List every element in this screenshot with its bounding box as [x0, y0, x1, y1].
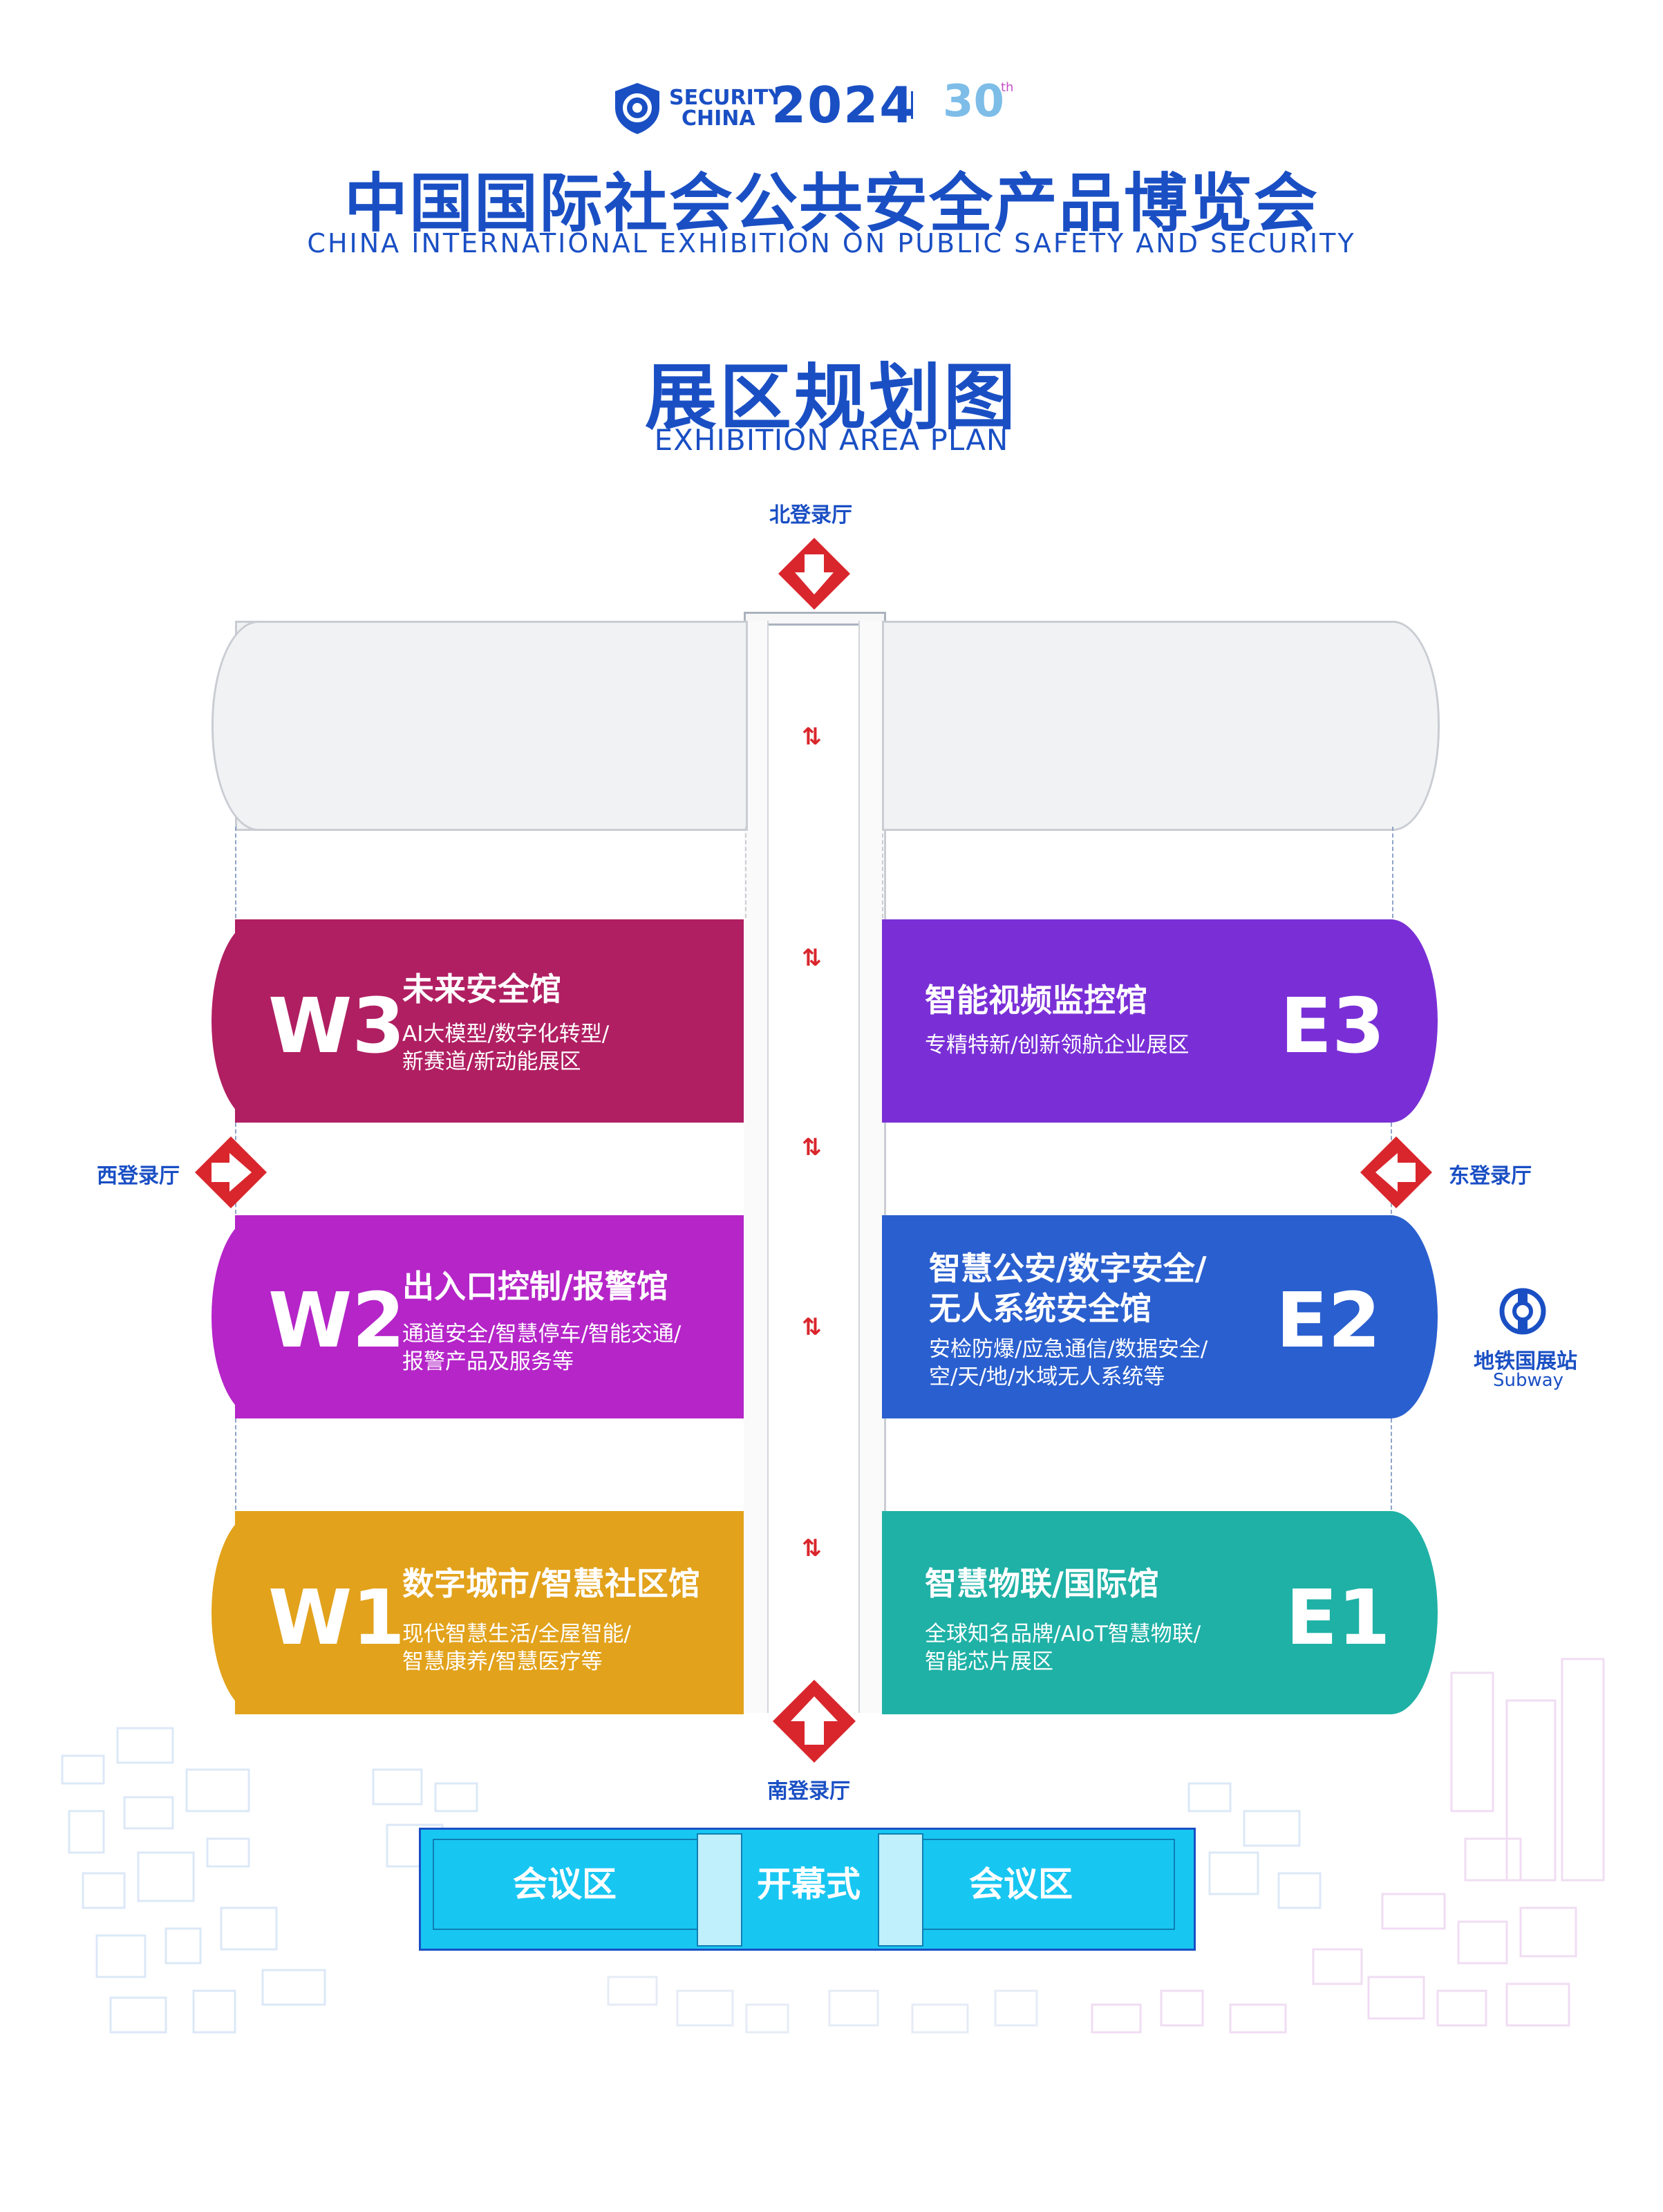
hall-w2-desc-1: 通道安全/智慧停车/智能交通/: [402, 1322, 682, 1347]
north-entrance-arrow-icon[interactable]: [777, 536, 852, 611]
hall-w1-name: 数字城市/智慧社区馆: [402, 1565, 700, 1602]
hall-w3-desc-1: AI大模型/数字化转型/: [402, 1022, 610, 1047]
conference-building: [419, 1828, 1196, 1951]
corridor-flow-arrow-5-icon: ⇅: [802, 1535, 822, 1562]
corridor-right-service-strip: [858, 621, 883, 1713]
hall-e2-curved-end: [1391, 1215, 1438, 1418]
hall-e1-desc-1: 全球知名品牌/AIoT智慧物联/: [925, 1622, 1201, 1647]
logo-china-text: CHINA: [682, 106, 755, 131]
conference-right-label: 会议区: [969, 1864, 1073, 1904]
hall-w2[interactable]: [235, 1215, 744, 1418]
logo-year-text: 2024: [771, 76, 916, 134]
north-entrance-label: 北登录厅: [769, 503, 852, 527]
conference-left-label: 会议区: [513, 1864, 617, 1904]
east-entrance-label: 东登录厅: [1449, 1164, 1532, 1188]
conference-light-panel-left: [697, 1833, 742, 1947]
east-connector-2: [882, 1123, 1392, 1214]
hall-e2-code: E2: [1276, 1276, 1381, 1365]
hall-w1-code: W1: [268, 1573, 405, 1662]
east-connector-1: [882, 827, 1393, 918]
main-title: 中国国际社会公共安全产品博览会: [344, 167, 1319, 241]
subway-label: 地铁国展站: [1474, 1349, 1577, 1374]
anniversary-number: 30: [943, 76, 1005, 127]
conference-right-wall: [911, 1839, 1175, 1930]
logo-divider: [911, 91, 913, 119]
hall-w1[interactable]: [235, 1511, 744, 1714]
hall-w3-name: 未来安全馆: [402, 971, 561, 1008]
west-entrance-arrow-icon[interactable]: [194, 1135, 268, 1210]
logo-row: SECURITY CHINA 2024 30 th: [0, 76, 1663, 138]
hall-e2-name-1: 智慧公安/数字安全/: [929, 1250, 1207, 1287]
corridor-left-service-strip: [744, 621, 769, 1713]
hall-north-east-gray[interactable]: [882, 621, 1395, 831]
east-connector-3: [882, 1418, 1392, 1510]
hall-w3-curved-end: [212, 919, 259, 1123]
hall-w2-code: W2: [268, 1276, 405, 1365]
hall-north-west-curved-end: [212, 621, 261, 831]
south-entrance-label: 南登录厅: [767, 1779, 850, 1803]
plan-subtitle: EXHIBITION AREA PLAN: [654, 423, 1009, 457]
north-corridor-cap: [744, 612, 886, 626]
hall-e1-desc-2: 智能芯片展区: [925, 1649, 1053, 1674]
hall-e3[interactable]: [882, 919, 1391, 1123]
hall-e3-code: E3: [1280, 982, 1385, 1070]
hall-e2-name-2: 无人系统安全馆: [929, 1290, 1152, 1327]
hall-e3-curved-end: [1391, 919, 1438, 1123]
hall-e2[interactable]: [882, 1215, 1391, 1418]
hall-e3-name: 智能视频监控馆: [925, 982, 1147, 1019]
conference-left-wall: [433, 1839, 698, 1930]
anniversary-sup: th: [1001, 80, 1014, 95]
hall-w3-desc-2: 新赛道/新动能展区: [402, 1049, 581, 1074]
corridor-flow-arrow-3-icon: ⇅: [802, 1134, 822, 1161]
anniversary-logo: 30 th: [940, 76, 1023, 138]
security-china-logo-icon: [615, 83, 659, 134]
hall-north-east-curved-end: [1391, 621, 1440, 831]
corridor-flow-arrow-1-icon: ⇅: [802, 723, 822, 751]
hall-north-west-gray[interactable]: [235, 621, 748, 831]
corridor-flow-arrow-2-icon: ⇅: [802, 944, 822, 972]
west-connector-1: [235, 827, 746, 918]
east-entrance-arrow-icon[interactable]: [1359, 1135, 1434, 1210]
hall-w1-desc-1: 现代智慧生活/全屋智能/: [402, 1622, 631, 1647]
south-entrance-arrow-icon[interactable]: [771, 1678, 857, 1764]
hall-w1-desc-2: 智慧康养/智慧医疗等: [402, 1649, 603, 1674]
hall-w2-curved-end: [212, 1215, 259, 1418]
corridor-flow-arrow-4-icon: ⇅: [802, 1313, 822, 1341]
logo-security-text: SECURITY: [669, 86, 783, 110]
hall-w3-code: W3: [268, 982, 405, 1070]
west-connector-3: [235, 1418, 745, 1510]
hall-w2-desc-2: 报警产品及服务等: [402, 1349, 574, 1374]
plan-title: 展区规划图: [644, 355, 1018, 440]
hall-e3-desc-1: 专精特新/创新领航企业展区: [925, 1033, 1190, 1058]
conference-center-label: 开幕式: [757, 1864, 861, 1904]
hall-w3[interactable]: [235, 919, 744, 1123]
hall-e1[interactable]: [882, 1511, 1391, 1714]
hall-w2-name: 出入口控制/报警馆: [402, 1268, 668, 1305]
hall-e1-name: 智慧物联/国际馆: [925, 1565, 1159, 1602]
hall-e2-desc-1: 安检防爆/应急通信/数据安全/: [929, 1337, 1208, 1362]
hall-e1-code: E1: [1286, 1573, 1391, 1662]
subway-label-en: Subway: [1493, 1370, 1564, 1391]
hall-e2-desc-2: 空/天/地/水域无人系统等: [929, 1365, 1165, 1389]
conference-light-panel-right: [878, 1833, 923, 1947]
subway-icon: [1499, 1288, 1546, 1335]
west-entrance-label: 西登录厅: [97, 1164, 180, 1188]
west-connector-2: [235, 1123, 745, 1214]
main-subtitle: CHINA INTERNATIONAL EXHIBITION ON PUBLIC…: [307, 228, 1356, 259]
